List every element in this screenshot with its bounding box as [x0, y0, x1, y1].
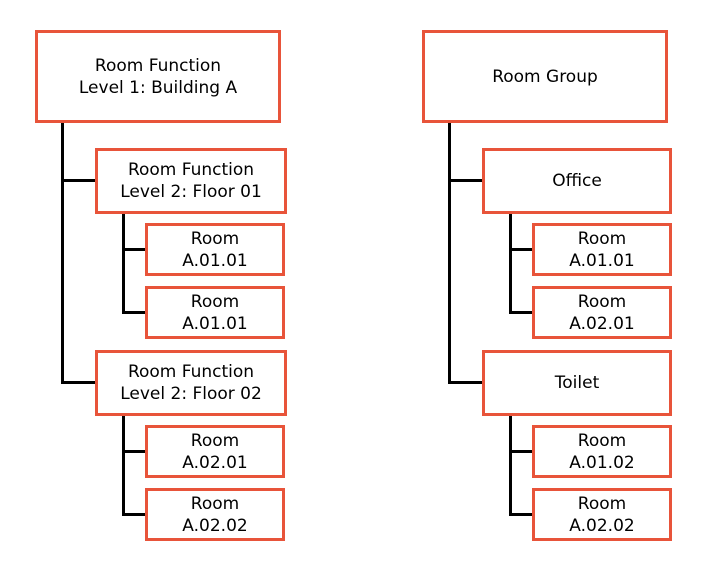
connector-branch-room-a0101-first [122, 248, 145, 251]
connector-trunk-floor01 [122, 214, 125, 314]
node-label: Room A.02.02 [182, 493, 248, 536]
connector-branch-room-a0201 [122, 450, 145, 453]
node-office: Office [482, 148, 672, 214]
node-label: Room A.01.01 [182, 228, 248, 271]
node-office-room-a0201: Room A.02.01 [532, 286, 672, 339]
node-label: Room A.02.01 [182, 430, 248, 473]
connector-trunk-office [509, 214, 512, 314]
connector-trunk-toilet [509, 416, 512, 516]
connector-trunk-floor02 [122, 416, 125, 516]
node-label: Room Function Level 1: Building A [78, 55, 238, 98]
connector-branch-office [448, 179, 482, 182]
connector-branch-toilet-room-a0102 [509, 450, 532, 453]
node-room-function-level1: Room Function Level 1: Building A [35, 30, 281, 123]
node-label: Room Function Level 2: Floor 02 [120, 362, 262, 404]
node-label: Room Group [492, 66, 598, 87]
node-label: Room A.01.01 [569, 228, 635, 271]
connector-trunk-building-a [61, 123, 64, 384]
node-toilet: Toilet [482, 350, 672, 416]
node-toilet-room-a0102: Room A.01.02 [532, 425, 672, 478]
node-label: Room A.02.02 [569, 493, 635, 536]
node-label: Room Function Level 2: Floor 01 [120, 160, 262, 202]
node-room-a0201: Room A.02.01 [145, 425, 285, 478]
connector-branch-floor01 [61, 179, 95, 182]
connector-branch-office-room-a0101 [509, 248, 532, 251]
connector-trunk-room-group [448, 123, 451, 384]
node-label: Toilet [554, 373, 600, 393]
node-room-a0202: Room A.02.02 [145, 488, 285, 541]
connector-branch-toilet-room-a0202 [509, 513, 532, 516]
node-label: Room A.01.02 [569, 430, 635, 473]
node-label: Office [552, 171, 602, 191]
connector-branch-room-a0101-second [122, 311, 145, 314]
node-room-function-level2-floor01: Room Function Level 2: Floor 01 [95, 148, 287, 214]
node-label: Room A.02.01 [569, 291, 635, 334]
node-room-group: Room Group [422, 30, 668, 123]
node-office-room-a0101: Room A.01.01 [532, 223, 672, 276]
connector-branch-toilet [448, 381, 482, 384]
node-room-function-level2-floor02: Room Function Level 2: Floor 02 [95, 350, 287, 416]
node-room-a0101-first: Room A.01.01 [145, 223, 285, 276]
connector-branch-room-a0202 [122, 513, 145, 516]
connector-branch-floor02 [61, 381, 95, 384]
node-label: Room A.01.01 [182, 291, 248, 334]
node-room-a0101-second: Room A.01.01 [145, 286, 285, 339]
node-toilet-room-a0202: Room A.02.02 [532, 488, 672, 541]
connector-branch-office-room-a0201 [509, 311, 532, 314]
